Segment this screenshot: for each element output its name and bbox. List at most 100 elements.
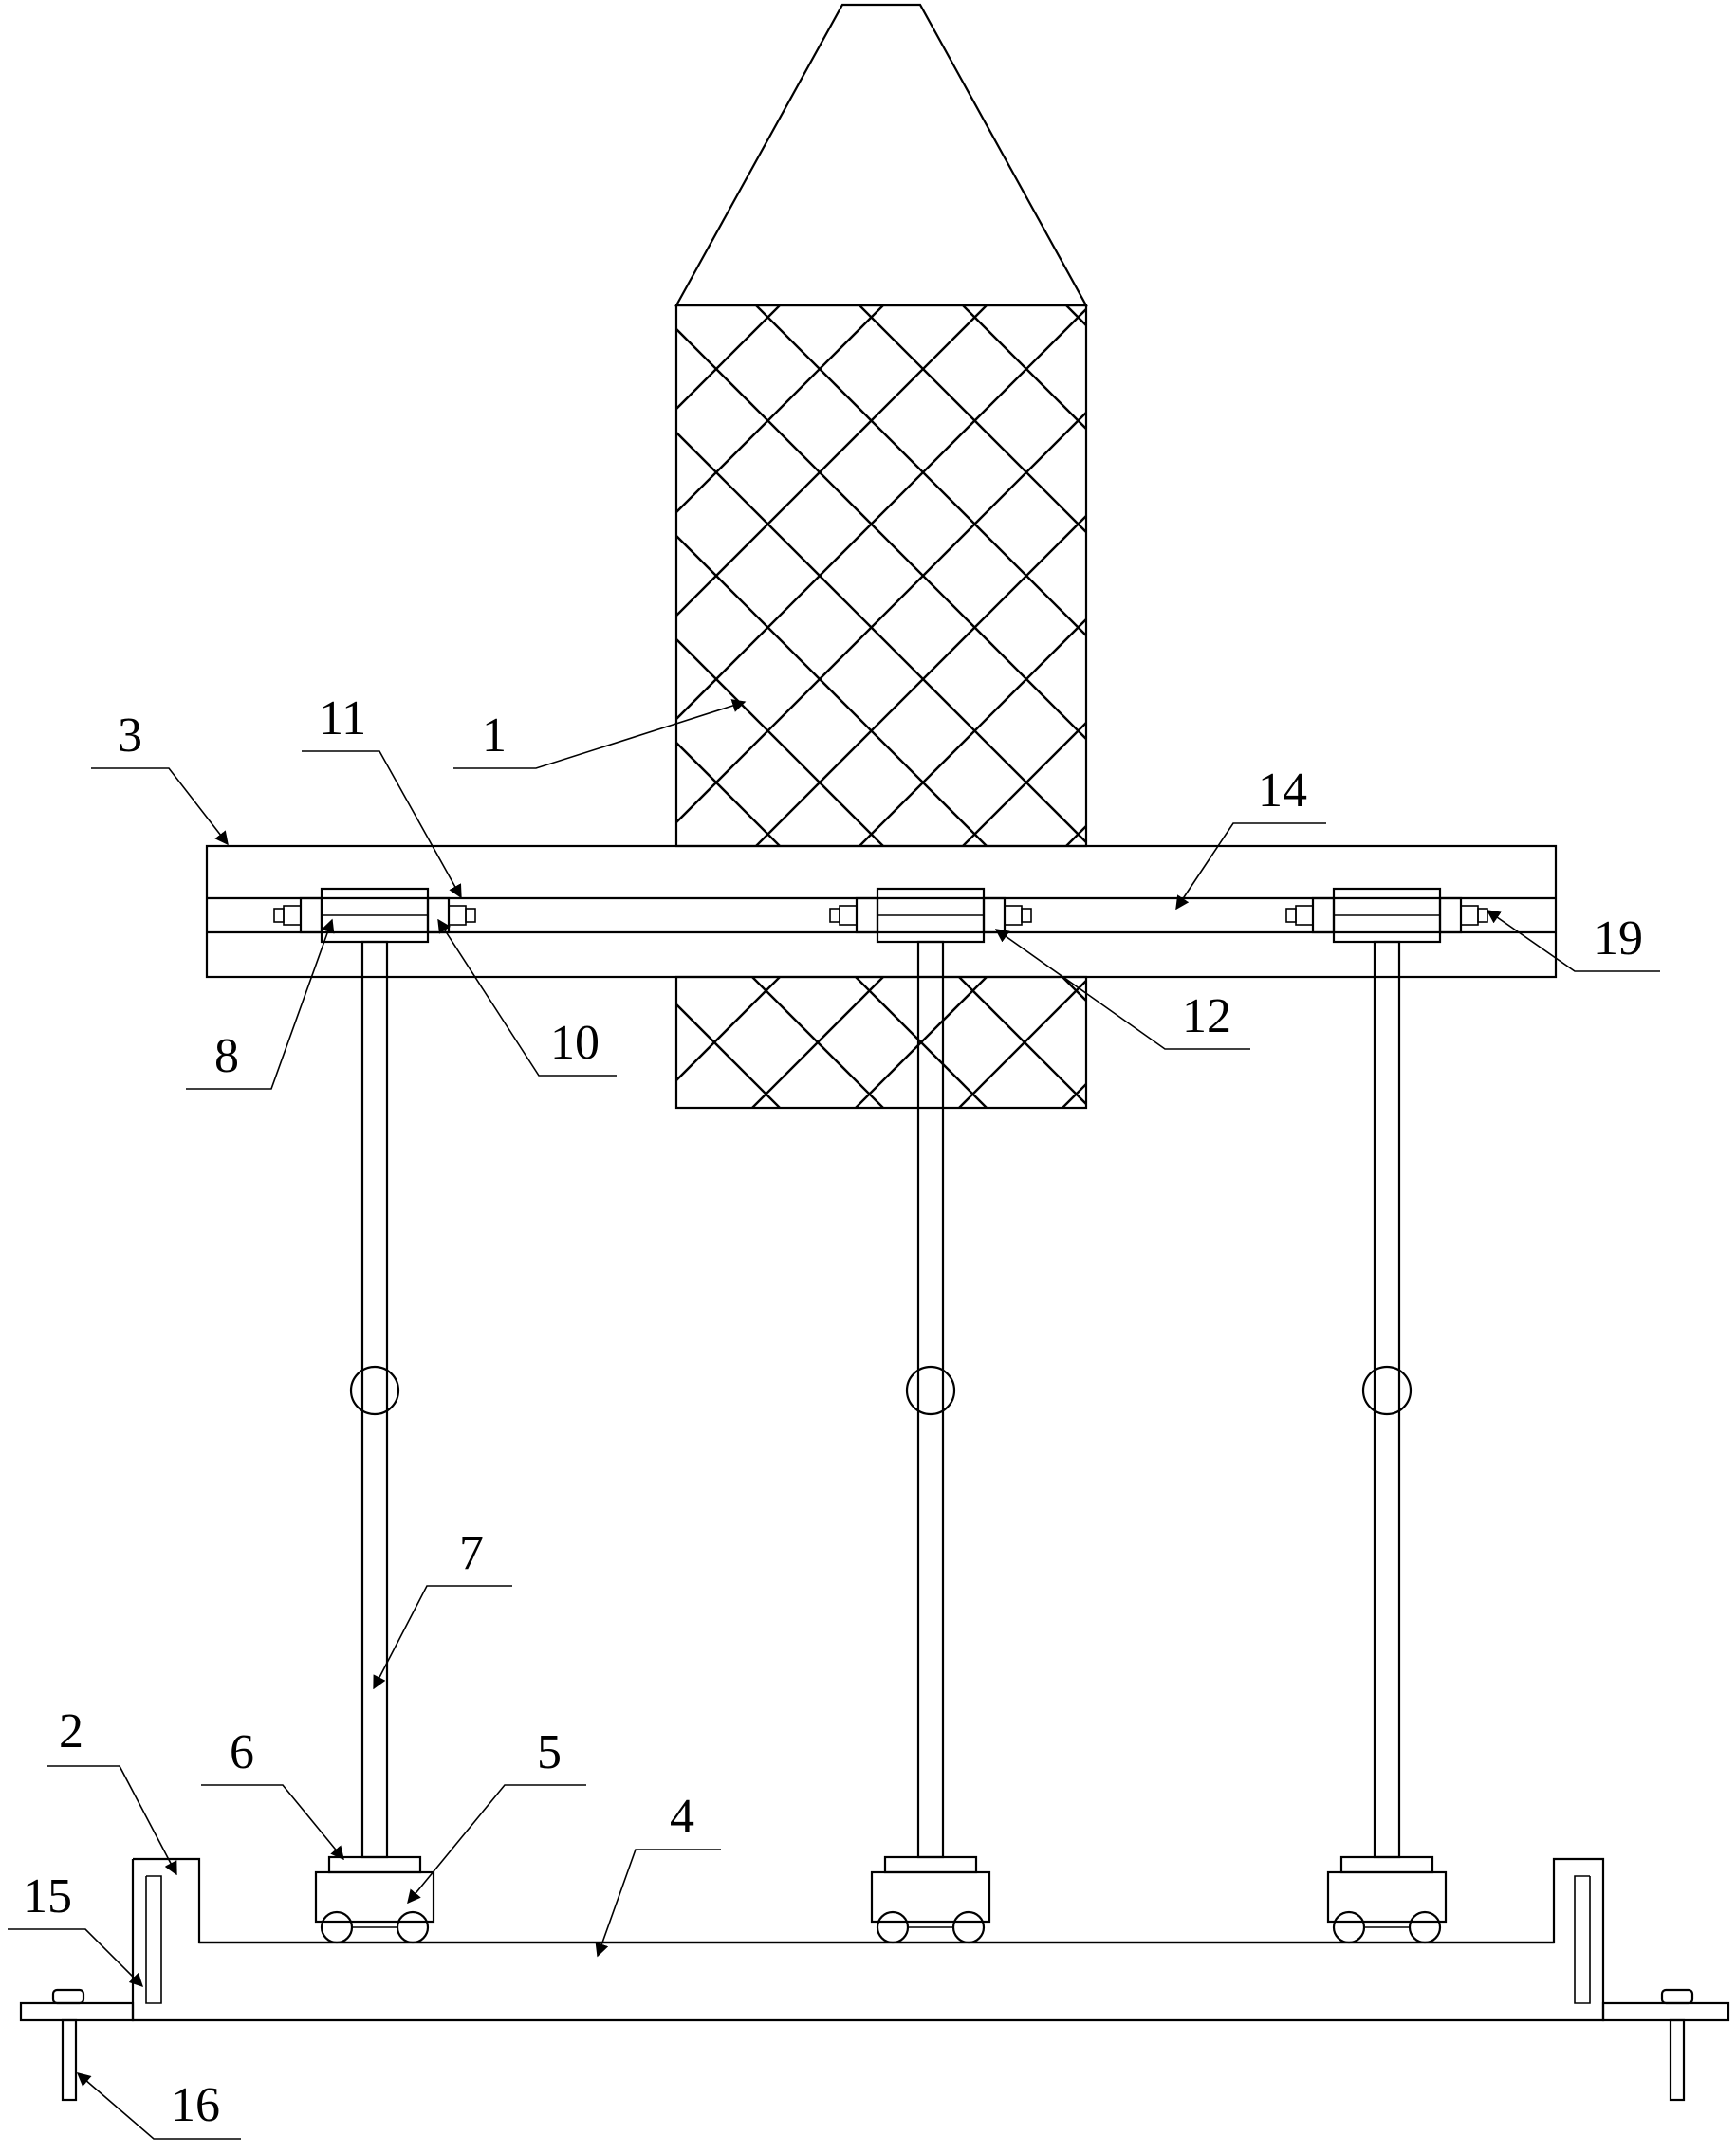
rod-joint — [1361, 1365, 1413, 1416]
leader-7 — [373, 1585, 512, 1690]
wheel-right — [1408, 1910, 1442, 1944]
hatch-line — [676, 305, 884, 514]
support-assemblies — [273, 887, 1488, 1944]
label-16: 16 — [171, 2078, 220, 2132]
right-bolt-head — [1660, 1988, 1694, 2005]
hatch-line — [676, 307, 1086, 721]
beam-part-3 — [205, 844, 1558, 979]
label-1: 1 — [482, 709, 507, 763]
leader-3 — [91, 767, 229, 846]
clamp-nut — [1295, 905, 1314, 926]
hatch-line — [676, 305, 677, 307]
assembly-3 — [1285, 887, 1488, 1944]
wheel-left — [1332, 1910, 1366, 1944]
label-12: 12 — [1182, 989, 1231, 1043]
hatch-line — [32, 305, 573, 846]
right-bolt-shank — [1669, 2018, 1686, 2102]
rod-joint — [905, 1365, 956, 1416]
left-wall-inner — [145, 1875, 162, 2004]
hatch-line — [676, 411, 1086, 824]
clamp-bolt-tip — [1285, 908, 1297, 923]
hatch-line — [676, 741, 781, 846]
hatch-line — [962, 305, 1086, 431]
carriage-body — [314, 1870, 435, 1924]
leader-lines — [8, 699, 1660, 2140]
leader-5 — [407, 1784, 586, 1905]
clamp-block — [982, 896, 1007, 934]
leader-2 — [47, 1765, 177, 1876]
support-rod — [360, 940, 389, 1859]
clamp-nut — [1004, 905, 1023, 926]
leader-16 — [76, 2072, 241, 2140]
clamp-block — [1311, 896, 1336, 934]
hatch-line — [1062, 977, 1086, 1003]
label-4: 4 — [670, 1790, 694, 1844]
left-bolt-shank — [61, 2018, 78, 2102]
carriage-body — [1326, 1870, 1448, 1924]
left-bolt-head — [51, 1988, 85, 2005]
clamp-bolt-tip — [1477, 908, 1488, 923]
wheel-left — [320, 1910, 354, 1944]
column-part-1 — [32, 3, 1710, 1110]
label-14: 14 — [1258, 764, 1307, 818]
part-labels: 1 3 11 8 10 12 14 19 7 6 5 4 2 15 16 — [23, 691, 1643, 2132]
leader-4 — [595, 1849, 721, 1958]
label-11: 11 — [319, 691, 366, 746]
clamp-bolt-tip — [829, 908, 840, 923]
leader-10 — [437, 918, 617, 1077]
label-7: 7 — [459, 1526, 484, 1580]
hatch-line — [1170, 305, 1710, 846]
clamp-bolt-tip — [465, 908, 476, 923]
hatch-line — [676, 977, 781, 1082]
assembly-2 — [829, 887, 1032, 1944]
label-5: 5 — [537, 1725, 562, 1779]
base-part-2 — [131, 1857, 1605, 2022]
clamp-bolt-tip — [273, 908, 285, 923]
hatch-line — [859, 617, 1086, 846]
assembly-1 — [273, 887, 476, 1944]
hatch-line — [1170, 305, 1710, 846]
flange-part-15 — [19, 2001, 1730, 2022]
label-3: 3 — [118, 709, 142, 763]
wheel-right — [396, 1910, 430, 1944]
hatch-line — [676, 844, 677, 846]
hatch-line — [855, 977, 988, 1108]
clamp-nut — [448, 905, 467, 926]
clamp-block — [855, 896, 879, 934]
trough-outline — [131, 1857, 1605, 2022]
hatch-line — [32, 305, 573, 846]
hatch-line — [958, 979, 1086, 1108]
right-flange — [1601, 2001, 1730, 2022]
wheel-right — [951, 1910, 986, 1944]
crosshatch-upper — [32, 305, 1710, 846]
crosshatch-lower — [676, 977, 1086, 1108]
hatch-line — [859, 305, 1086, 534]
hatch-line — [962, 721, 1086, 846]
wheel-left — [876, 1910, 910, 1944]
column-upper — [674, 304, 1088, 848]
clamp-nut — [1460, 905, 1479, 926]
leader-14 — [1175, 822, 1326, 911]
leader-1 — [453, 699, 747, 769]
mount-plate — [883, 1855, 978, 1874]
clamp-nut — [283, 905, 302, 926]
clamp-block — [299, 896, 323, 934]
clamp-nut — [839, 905, 858, 926]
rod-joint — [349, 1365, 400, 1416]
bolt-part-16 — [51, 1988, 1694, 2102]
hatch-line — [1062, 1082, 1086, 1108]
hatch-line — [1065, 305, 1086, 327]
clamp-block — [1438, 896, 1463, 934]
support-rod — [916, 940, 945, 1859]
hatch-line — [676, 637, 884, 846]
label-8: 8 — [214, 1029, 239, 1083]
carriage-body — [870, 1870, 991, 1924]
leader-19 — [1486, 910, 1660, 972]
label-2: 2 — [59, 1704, 83, 1758]
leader-15 — [8, 1928, 144, 1988]
leader-6 — [201, 1784, 344, 1861]
label-15: 15 — [23, 1869, 72, 1924]
cone-top — [674, 3, 1088, 307]
hatch-line — [751, 977, 884, 1108]
